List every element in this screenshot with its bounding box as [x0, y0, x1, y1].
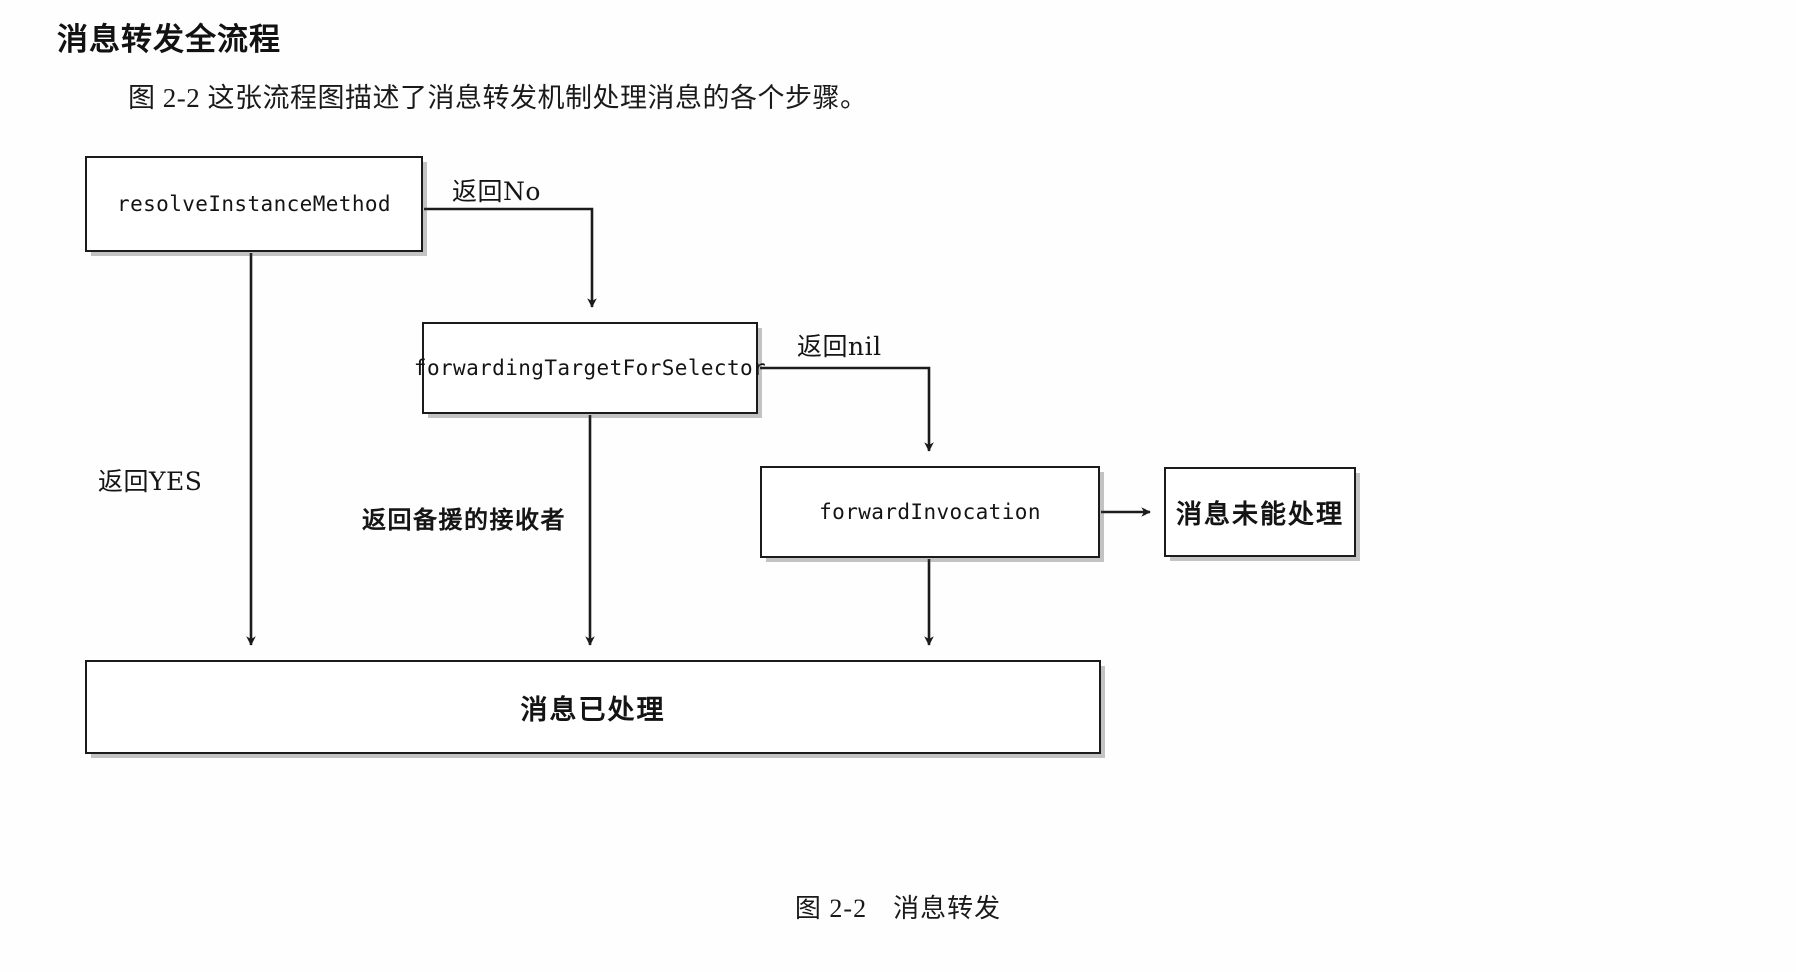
node-label: resolveInstanceMethod: [117, 192, 391, 216]
figure-caption-number: 图 2-2: [794, 894, 868, 923]
node-label: forwardInvocation: [819, 500, 1041, 524]
node-label: 消息未能处理: [1175, 499, 1344, 530]
node-label: 消息已处理: [520, 694, 666, 726]
intro-paragraph: 图 2-2 这张流程图描述了消息转发机制处理消息的各个步骤。: [128, 83, 868, 113]
edge-return-no: [424, 207, 597, 308]
node-label: forwardingTargetForSelector: [413, 356, 767, 380]
edge-label-return-yes: 返回YES: [98, 467, 203, 496]
figure-caption: 图 2-2 消息转发: [0, 888, 1796, 925]
edge-label-return-nil: 返回nil: [797, 332, 882, 361]
node-message-handled[interactable]: 消息已处理: [85, 660, 1101, 754]
edge-return-nil: [760, 366, 934, 452]
page-title: 消息转发全流程: [57, 22, 281, 58]
node-forwarding-target-for-selector[interactable]: forwardingTargetForSelector: [414, 322, 766, 414]
node-forward-invocation[interactable]: forwardInvocation: [760, 466, 1100, 558]
node-resolve-instance-method[interactable]: resolveInstanceMethod: [85, 156, 423, 252]
node-message-unhandled[interactable]: 消息未能处理: [1164, 467, 1356, 557]
edge-label-return-no: 返回No: [452, 177, 541, 206]
edge-label-return-backup-receiver: 返回备援的接收者: [362, 505, 566, 534]
figure-caption-text: 消息转发: [893, 894, 1002, 923]
